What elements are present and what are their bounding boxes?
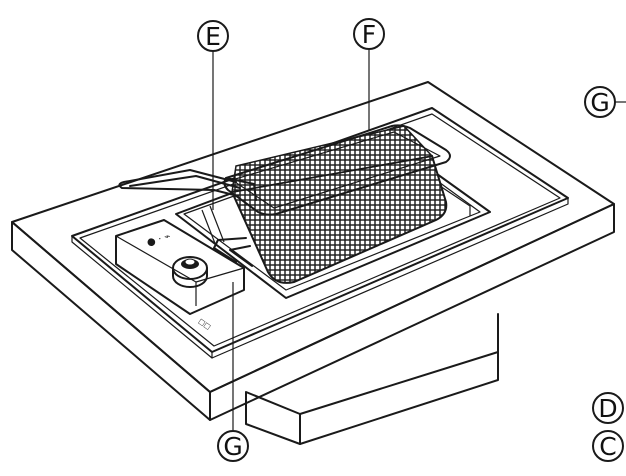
basket-handle[interactable]: [118, 169, 257, 201]
leader-lines: [212, 48, 626, 430]
basket-mesh-front: [230, 154, 448, 284]
callout-E: E: [197, 20, 229, 52]
base-box: [245, 313, 499, 445]
control-panel: ● · ⌁: [115, 219, 245, 315]
thermostat-knob-icon[interactable]: [172, 256, 208, 288]
callout-G-top-label: G: [590, 88, 609, 117]
callout-G-top: G: [584, 86, 616, 118]
counter-slab: [11, 81, 615, 421]
callout-G-bottom: G: [217, 430, 249, 462]
callout-C-label: C: [599, 432, 616, 461]
callout-F-label: F: [362, 20, 376, 49]
callout-E-label: E: [205, 22, 221, 51]
panel-symbols: ● · ⌁: [146, 231, 173, 249]
callout-F: F: [353, 18, 385, 50]
callout-D-label: D: [598, 394, 617, 423]
svg-text:□□: □□: [197, 317, 212, 331]
callout-C: C: [592, 430, 624, 462]
callout-D: D: [592, 392, 624, 424]
fry-basket[interactable]: [118, 124, 451, 284]
callout-G-bottom-label: G: [223, 432, 242, 461]
